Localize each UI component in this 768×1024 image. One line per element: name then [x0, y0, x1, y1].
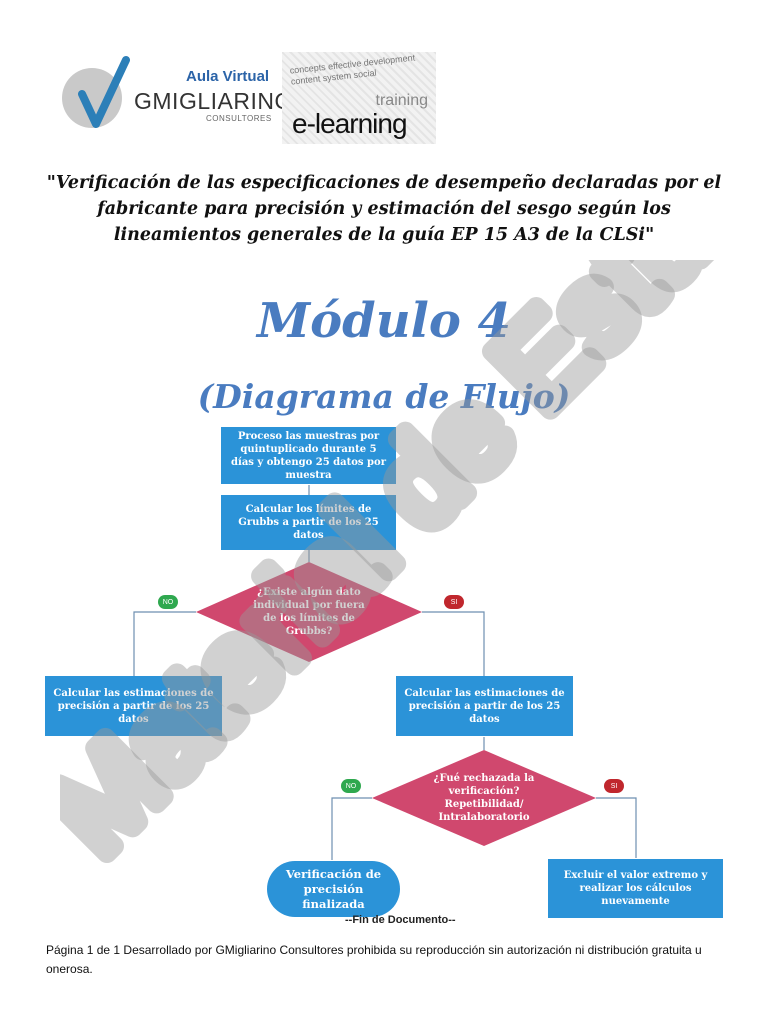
decision-rejected-label: ¿Fué rechazada la verificación? Repetibi…	[433, 773, 535, 823]
no-badge-1: NO	[158, 595, 178, 609]
si-badge-2: SI	[604, 779, 624, 793]
checkmark-icon	[78, 56, 130, 128]
aula-virtual-label: Aula Virtual	[186, 68, 270, 85]
training-word: training	[375, 92, 428, 109]
module-title: Módulo 4	[257, 293, 511, 349]
document-title: "Verificación de las especificaciones de…	[46, 173, 722, 245]
company-subtitle: CONSULTORES	[206, 114, 272, 123]
step-verification-finalized: Verificación de precisión finalizada	[267, 861, 400, 917]
decision-outlier-label: ¿Existe algún dato individual por fuera …	[253, 587, 365, 637]
no-badge-2: NO	[341, 779, 361, 793]
step-grubbs-limits: Calcular los límites de Grubbs a partir …	[221, 495, 396, 550]
module-subtitle: (Diagrama de Flujo)	[197, 377, 571, 416]
step-process-samples: Proceso las muestras por quintuplicado d…	[221, 427, 396, 484]
page-footer: Página 1 de 1 Desarrollado por GMigliari…	[46, 943, 702, 976]
decision-diamond-1	[196, 562, 422, 662]
end-of-document: --Fin de Documento--	[345, 914, 456, 926]
header-logos: Aula Virtual GMIGLIARINO CONSULTORES con…	[58, 48, 438, 148]
step-calc-precision-left: Calcular las estimaciones de precisión a…	[45, 676, 222, 736]
si-badge-1: SI	[444, 595, 464, 609]
elearning-logo: concepts effective development content s…	[282, 52, 436, 144]
decision-diamond-2	[372, 750, 596, 846]
step-exclude-extreme: Excluir el valor extremo y realizar los …	[548, 859, 723, 918]
elearning-word: e-learning	[292, 108, 408, 139]
step-calc-precision-right: Calcular las estimaciones de precisión a…	[396, 676, 573, 736]
company-name: GMIGLIARINO	[134, 88, 293, 114]
